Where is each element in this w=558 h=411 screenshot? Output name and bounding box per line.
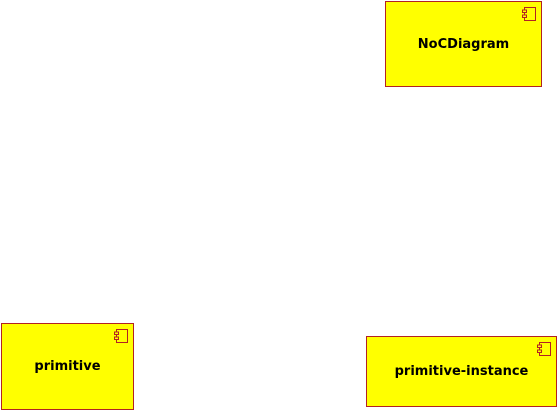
component-label: NoCDiagram (417, 36, 510, 52)
component-label: primitive-instance (394, 364, 529, 379)
uml-component-icon (537, 342, 551, 356)
component-nocdiagram[interactable]: NoCDiagram (385, 1, 542, 87)
uml-component-icon (114, 329, 128, 343)
component-primitive[interactable]: primitive (1, 323, 134, 410)
component-primitive-instance[interactable]: primitive-instance (366, 336, 557, 407)
component-label: primitive (34, 359, 101, 374)
uml-component-icon (522, 7, 536, 21)
